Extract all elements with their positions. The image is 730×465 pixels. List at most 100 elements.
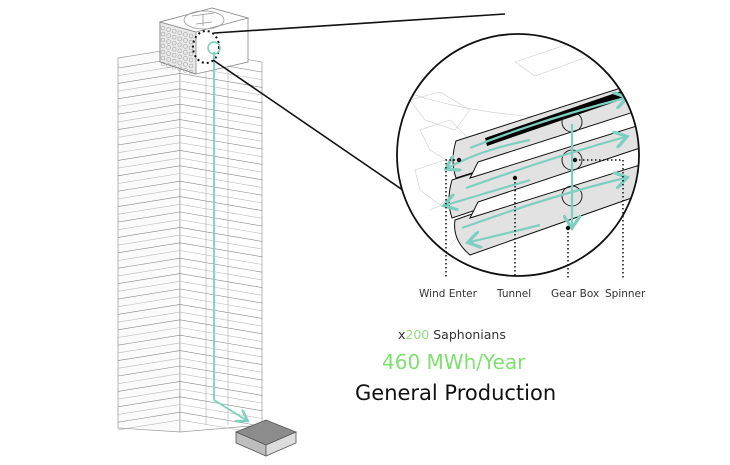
turbine-tube bbox=[171, 52, 177, 58]
turbine-tube bbox=[183, 68, 188, 73]
turbine-tube bbox=[183, 44, 188, 49]
floor-line bbox=[117, 388, 263, 404]
floor-line bbox=[117, 157, 263, 173]
turbine-tube bbox=[160, 31, 166, 37]
floor-line bbox=[117, 242, 263, 258]
count-unit: Saphonians bbox=[433, 327, 506, 342]
floor-line bbox=[117, 365, 263, 381]
floor-line bbox=[117, 88, 263, 104]
turbine-tube bbox=[171, 40, 177, 46]
floor-line bbox=[117, 142, 263, 157]
turbine-tube bbox=[171, 34, 177, 40]
turbine-tube bbox=[177, 30, 183, 36]
floor-line bbox=[117, 396, 263, 412]
turbine-tube bbox=[183, 38, 188, 43]
callout-tunnel: Tunnel bbox=[496, 288, 531, 300]
turbine-tube bbox=[160, 37, 166, 43]
turbine-tube bbox=[188, 33, 194, 39]
floor-line bbox=[117, 327, 263, 342]
floor-line bbox=[117, 381, 263, 396]
turbine-tube bbox=[166, 51, 171, 56]
tower-floors bbox=[117, 57, 263, 435]
turbine-tube bbox=[188, 63, 194, 69]
storage-box bbox=[234, 419, 298, 457]
callout-wind-enter: Wind Enter bbox=[419, 288, 478, 300]
floor-line bbox=[117, 119, 263, 134]
floor-line bbox=[117, 280, 263, 296]
tower bbox=[117, 47, 263, 435]
turbine-tube bbox=[166, 33, 171, 38]
floor-line bbox=[117, 227, 263, 242]
turbine-tube bbox=[188, 51, 194, 57]
floor-line bbox=[117, 126, 263, 142]
rooftop-turbine-block bbox=[158, 7, 250, 75]
floor-line bbox=[117, 103, 263, 119]
floor-line bbox=[117, 419, 263, 435]
floor-line bbox=[117, 234, 263, 250]
turbine-tube bbox=[177, 54, 183, 60]
floor-line bbox=[117, 134, 263, 150]
saphonian-count: x200 Saphonians bbox=[398, 327, 506, 342]
floor-line bbox=[117, 165, 263, 181]
turbine-tube bbox=[171, 46, 177, 52]
floor-line bbox=[117, 219, 263, 234]
turbine-tube bbox=[177, 60, 183, 66]
floor-line bbox=[117, 150, 263, 165]
production-value: 460 MWh/Year bbox=[382, 350, 526, 374]
turbine-tube bbox=[183, 32, 188, 37]
magnified-detail bbox=[396, 33, 640, 277]
helipad-icon bbox=[183, 10, 225, 30]
turbine-tube bbox=[166, 45, 171, 50]
energy-flow-line bbox=[213, 52, 246, 420]
turbine-tube bbox=[188, 69, 194, 75]
floor-line bbox=[117, 288, 263, 304]
turbine-tube bbox=[160, 43, 166, 49]
floor-line bbox=[117, 350, 263, 365]
turbine-tube bbox=[188, 57, 194, 63]
floor-line bbox=[117, 180, 263, 196]
turbine-tube bbox=[166, 39, 171, 44]
floor-line bbox=[117, 296, 263, 311]
floor-line bbox=[117, 319, 263, 335]
callout-leaders bbox=[445, 159, 624, 278]
turbine-tube bbox=[160, 55, 166, 61]
floor-line bbox=[117, 73, 263, 88]
floor-line bbox=[117, 250, 263, 265]
turbine-tube bbox=[166, 57, 171, 62]
turbine-tube bbox=[160, 25, 166, 31]
floor-line bbox=[117, 203, 263, 219]
floor-line bbox=[117, 304, 263, 319]
turbine-tube bbox=[171, 28, 177, 34]
floor-line bbox=[117, 311, 263, 327]
turbine-tube bbox=[177, 42, 183, 48]
turbine-tube bbox=[183, 50, 188, 55]
floor-line bbox=[117, 111, 263, 127]
production-label: General Production bbox=[355, 381, 557, 405]
turbine-tube bbox=[160, 61, 166, 67]
turbine-tube bbox=[166, 63, 171, 68]
turbine-tube bbox=[160, 49, 166, 55]
floor-line bbox=[117, 211, 263, 227]
turbine-tube bbox=[177, 66, 183, 72]
floor-line bbox=[117, 173, 263, 188]
turbine-tube bbox=[166, 27, 171, 32]
floor-line bbox=[117, 273, 263, 288]
floor-line bbox=[117, 257, 263, 273]
count-prefix: x bbox=[398, 327, 406, 342]
turbine-tube bbox=[171, 64, 177, 70]
floor-line bbox=[117, 373, 263, 388]
floor-line bbox=[117, 188, 263, 204]
turbine-tube bbox=[183, 62, 188, 67]
turbine-tube bbox=[177, 48, 183, 54]
floor-line bbox=[117, 357, 263, 373]
floor-line bbox=[117, 334, 263, 350]
turbine-tube bbox=[188, 45, 194, 51]
callout-gear-box: Gear Box bbox=[551, 288, 599, 300]
floor-line bbox=[117, 265, 263, 281]
floor-line bbox=[117, 80, 263, 96]
floor-line bbox=[117, 96, 263, 111]
floor-line bbox=[117, 342, 263, 358]
turbine-tube bbox=[183, 56, 188, 61]
count-value: 200 bbox=[405, 327, 430, 342]
callout-spinner: Spinner bbox=[605, 288, 646, 300]
